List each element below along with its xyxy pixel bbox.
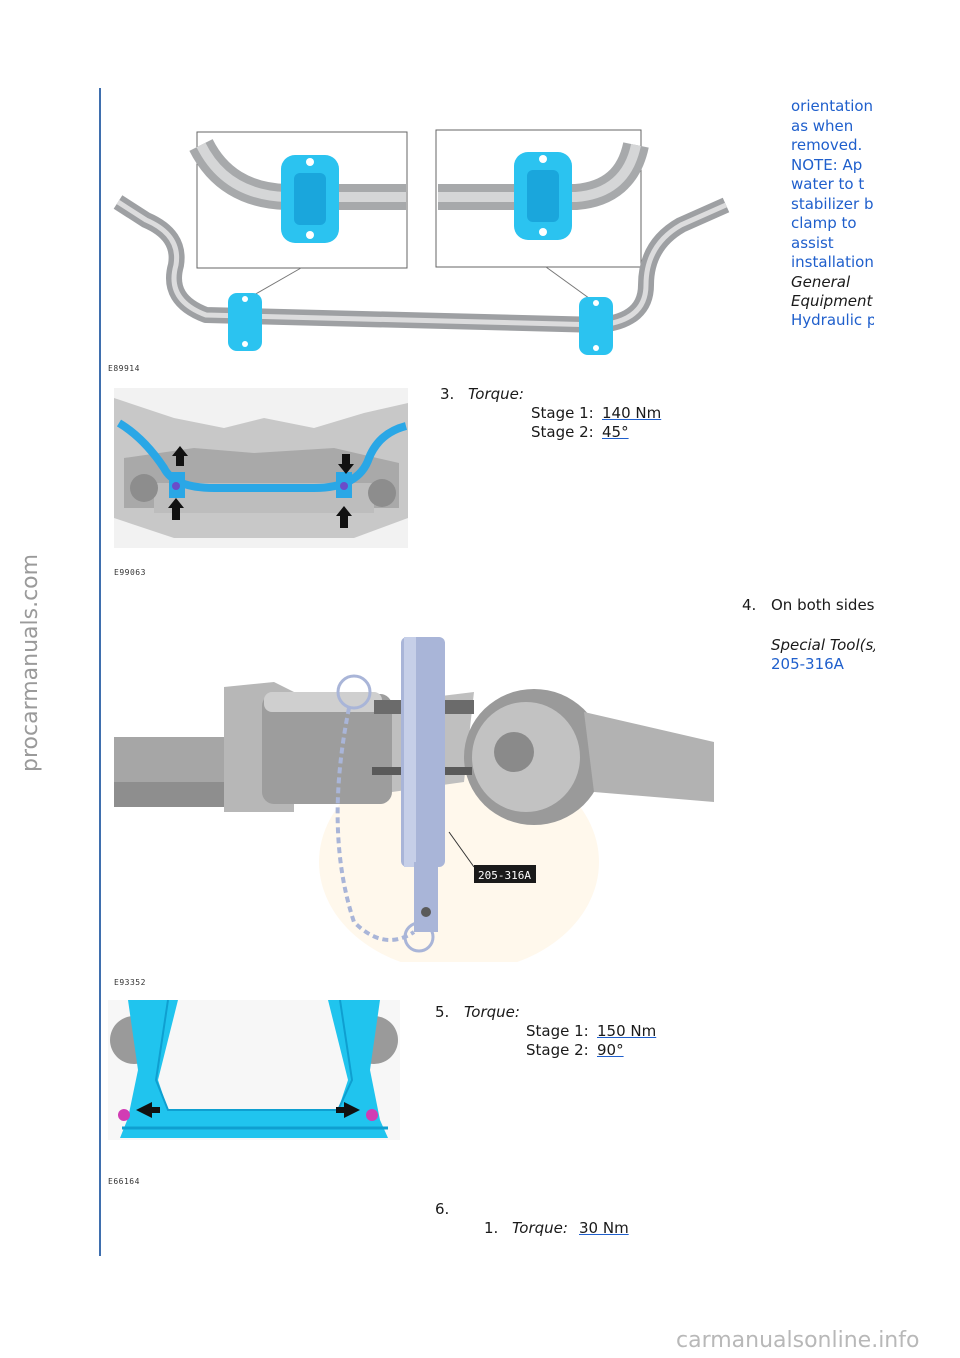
figure-stabilizer-bar [113, 129, 730, 355]
figure-label: E99063 [114, 568, 146, 577]
step-number: 5. [435, 1003, 450, 1021]
side-note-line: removed. [791, 136, 863, 154]
stage1-value[interactable]: 150 Nm [597, 1022, 657, 1040]
side-note-line: stabilizer b [791, 194, 874, 213]
step-number: 3. [440, 385, 455, 403]
stage2-value[interactable]: 45° [602, 423, 629, 441]
torque-label: Torque: [464, 1003, 520, 1021]
general-equipment-label: Equipment [791, 292, 873, 310]
side-note-line: orientation [791, 97, 874, 115]
figure-subframe-bolts [108, 1000, 400, 1140]
tool-tag-text: 205-316A [478, 869, 531, 882]
step4-text: On both sides [771, 596, 875, 614]
stage2-value[interactable]: 90° [597, 1041, 624, 1059]
step-number: 4. [742, 596, 757, 614]
step-number: 6. [435, 1200, 450, 1218]
torque-label: Torque: [468, 385, 524, 403]
side-note-line: installation [791, 253, 874, 271]
figure-label: E66164 [108, 1177, 140, 1186]
torque-value[interactable]: 30 Nm [579, 1219, 629, 1237]
side-note-line: as when [791, 116, 854, 135]
left-margin-rule [99, 88, 101, 1256]
stage2-label: Stage 2: [531, 423, 594, 441]
side-note-line: clamp to [791, 214, 857, 232]
side-note-line: NOTE: Ap [791, 155, 863, 174]
step4-text-clip: On both sides [771, 596, 875, 616]
side-note-line: water to t [791, 175, 865, 193]
figure-label: E93352 [114, 978, 146, 987]
side-note: orientation as when removed. NOTE: Ap wa… [791, 97, 874, 337]
torque-label: Torque: [512, 1219, 568, 1237]
hydraulic-link[interactable]: Hydraulic p [791, 311, 874, 329]
watermark-carmanualsonline: carmanualsonline.info [676, 1328, 920, 1353]
stage1-label: Stage 1: [526, 1022, 589, 1040]
figure-hydraulic-tool: 205-316A [114, 637, 714, 962]
figure-label: E89914 [108, 364, 140, 373]
figure-subframe-stabilizer [114, 388, 408, 548]
special-tool-clip: Special Tool(s) [771, 636, 875, 656]
stage1-label: Stage 1: [531, 404, 594, 422]
substep-number: 1. [484, 1219, 499, 1237]
stage2-label: Stage 2: [526, 1041, 589, 1059]
general-equipment-label: General [791, 273, 851, 291]
tool-code-link[interactable]: 205-316A [771, 655, 844, 673]
stage1-value[interactable]: 140 Nm [602, 404, 662, 422]
watermark-procarmanuals: procarmanuals.com [18, 553, 43, 772]
special-tool-label: Special Tool(s) [771, 636, 875, 654]
side-note-line: assist [791, 233, 834, 252]
